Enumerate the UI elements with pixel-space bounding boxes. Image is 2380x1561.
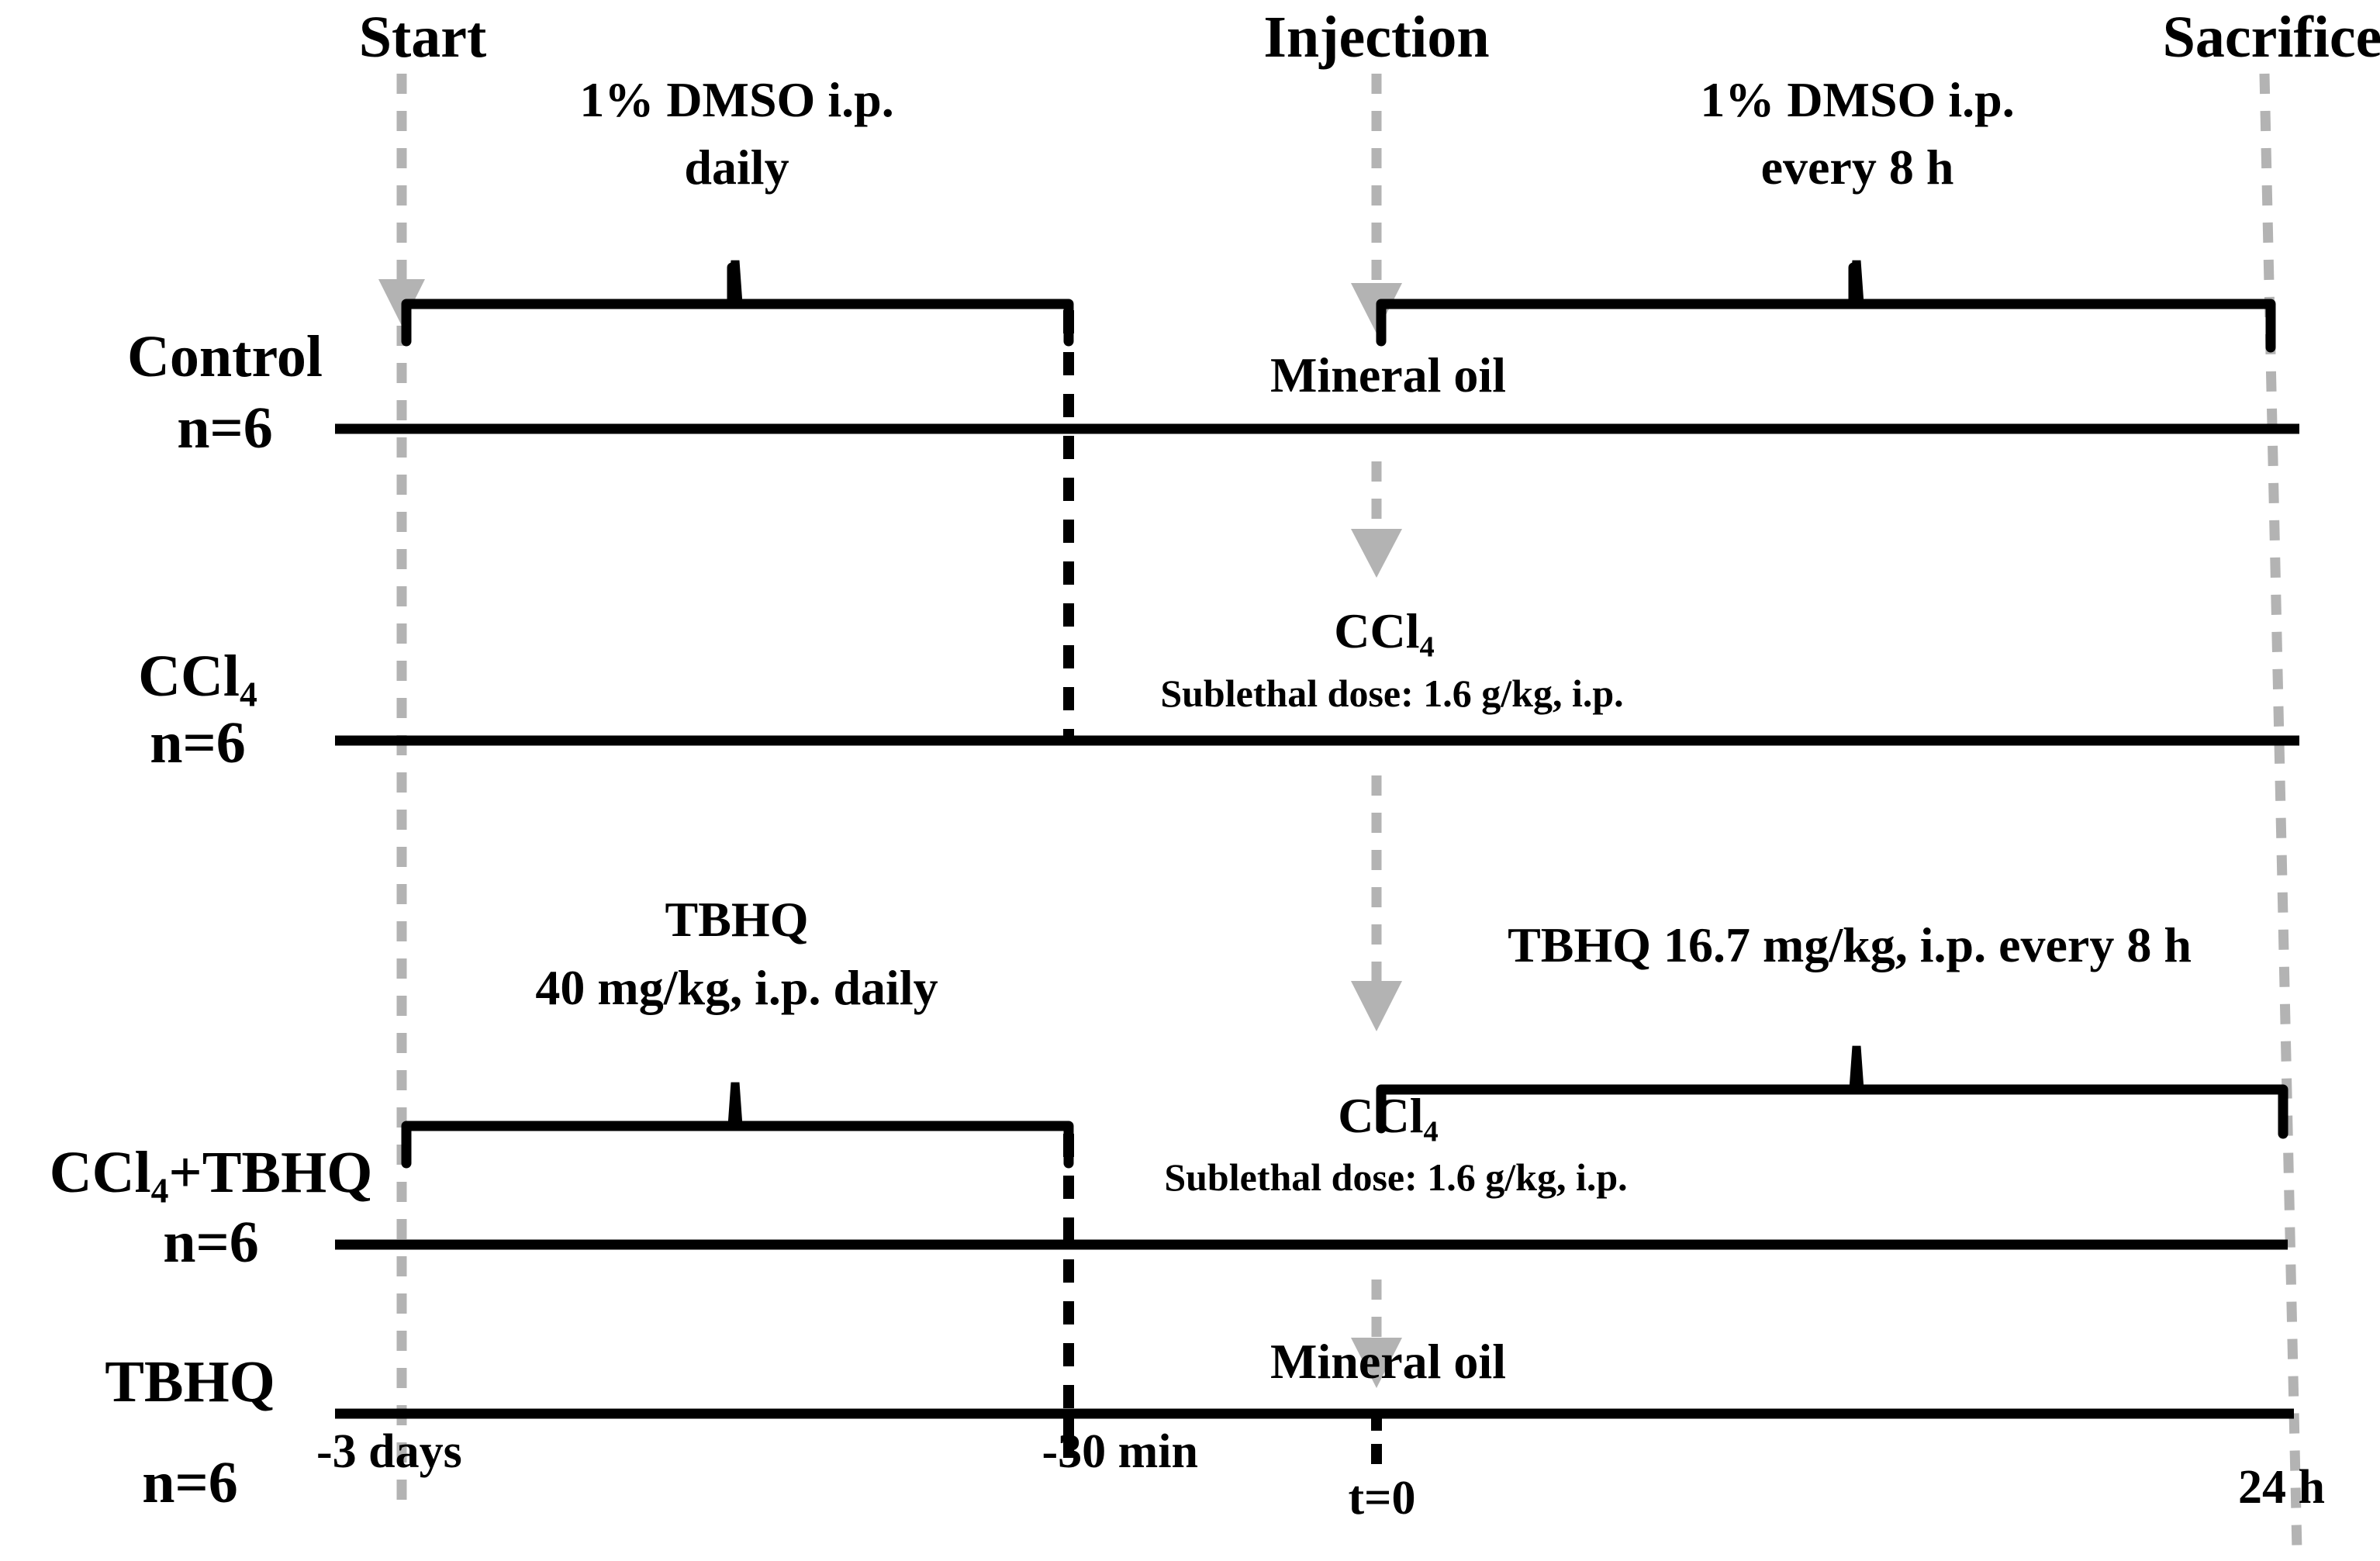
annotation-post-dmso-line2: every 8 h xyxy=(1760,140,1954,195)
group-label-tbhq: TBHQ xyxy=(105,1349,275,1414)
annotation-pre-dmso-line2: daily xyxy=(684,140,789,195)
annotation-ccl4-low: CCl4 xyxy=(1338,1090,1438,1148)
group-label-combo-subscript: 4 xyxy=(150,1170,169,1210)
group-label-ccl4-formula: CCl xyxy=(138,644,240,709)
annotation-ccl4-dose-low: Sublethal dose: 1.6 g/kg, i.p. xyxy=(1164,1155,1628,1199)
tick-label-t-zero: t=0 xyxy=(1348,1472,1416,1525)
group-label-combo-tail: +TBHQ xyxy=(168,1140,373,1205)
tick-label-minus-30-min: -30 min xyxy=(1041,1425,1199,1478)
annotation-ccl4-dose-mid: Sublethal dose: 1.6 g/kg, i.p. xyxy=(1160,672,1624,715)
sacrifice-guideline xyxy=(2259,73,2302,1552)
group-label-combo-formula: CCl xyxy=(49,1140,151,1205)
annotation-ccl4-low-subscript: 4 xyxy=(1423,1115,1439,1148)
group-label-control: Control xyxy=(127,324,323,389)
group-n-ccl4: n=6 xyxy=(150,710,246,775)
annotation-ccl4-low-formula: CCl xyxy=(1338,1088,1424,1143)
annotation-ccl4-mid-subscript: 4 xyxy=(1419,630,1435,664)
annotation-ccl4-mid-formula: CCl xyxy=(1334,603,1420,658)
combo-row-artwork xyxy=(335,1045,2288,1250)
annotation-pre-tbhq-line1: TBHQ xyxy=(665,892,809,947)
annotation-ccl4-mid: CCl4 xyxy=(1334,605,1434,663)
annotation-post-dmso-line1: 1% DMSO i.p. xyxy=(1700,72,2015,127)
group-n-control: n=6 xyxy=(177,395,273,461)
header-start: Start xyxy=(358,5,487,70)
group-label-ccl4: CCl4 xyxy=(138,645,257,713)
group-n-combo: n=6 xyxy=(163,1210,259,1275)
header-injection: Injection xyxy=(1263,5,1490,70)
tick-label-minus-3-days: -3 days xyxy=(316,1425,462,1478)
annotation-post-tbhq: TBHQ 16.7 mg/kg, i.p. every 8 h xyxy=(1508,917,2192,972)
group-label-ccl4-subscript: 4 xyxy=(240,674,257,714)
annotation-pre-dmso-line1: 1% DMSO i.p. xyxy=(579,72,894,127)
group-label-combo: CCl4+TBHQ xyxy=(50,1141,373,1210)
injection-guideline xyxy=(1351,74,1402,1388)
header-sacrifice: Sacrifice xyxy=(2162,5,2380,70)
tick-label-24-hours: 24 h xyxy=(2238,1461,2325,1514)
annotation-pre-tbhq-line2: 40 mg/kg, i.p. daily xyxy=(535,960,938,1015)
annotation-mineral-oil-top: Mineral oil xyxy=(1270,347,1506,402)
group-n-tbhq: n=6 xyxy=(142,1450,238,1515)
annotation-mineral-oil-bottom: Mineral oil xyxy=(1270,1334,1506,1389)
start-guideline xyxy=(378,74,425,1504)
control-row-artwork xyxy=(335,260,2299,434)
